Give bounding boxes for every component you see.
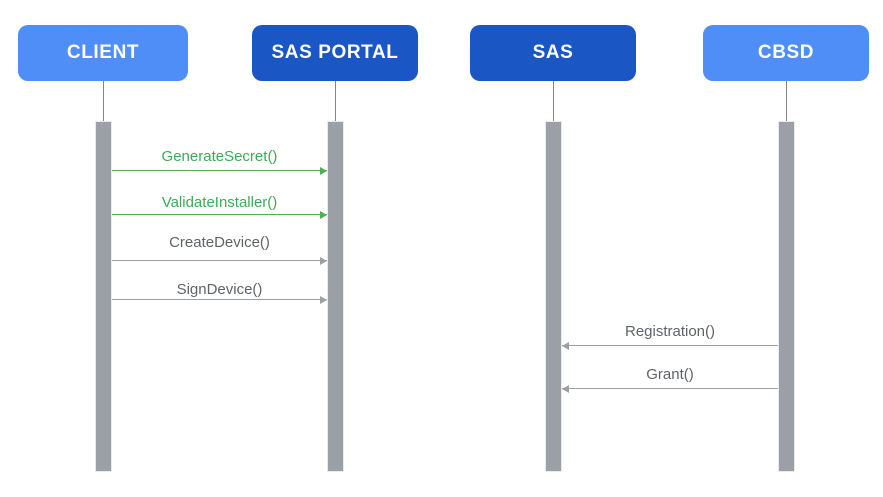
participant-box-sas-portal[interactable]: SAS PORTAL xyxy=(252,25,418,81)
message-arrowhead-create-device xyxy=(320,256,327,265)
message-line-generate-secret xyxy=(112,170,327,171)
message-label-sign-device: SignDevice() xyxy=(176,281,263,298)
activation-bar-sas-portal xyxy=(327,121,344,472)
participant-label-sas-portal: SAS PORTAL xyxy=(271,41,399,63)
message-arrowhead-grant xyxy=(562,384,569,393)
message-label-registration: Registration() xyxy=(624,323,716,340)
message-line-sign-device xyxy=(112,299,327,300)
message-label-grant: Grant() xyxy=(646,366,694,383)
participant-label-cbsd: CBSD xyxy=(757,41,815,63)
message-line-grant xyxy=(562,388,778,389)
activation-bar-client xyxy=(95,121,112,472)
message-arrowhead-sign-device xyxy=(320,295,327,304)
lifeline-cbsd xyxy=(786,81,787,121)
message-line-registration xyxy=(562,345,778,346)
message-label-validate-installer: ValidateInstaller() xyxy=(161,194,278,211)
participant-box-cbsd[interactable]: CBSD xyxy=(703,25,869,81)
activation-bar-cbsd xyxy=(778,121,795,472)
participant-label-client: CLIENT xyxy=(66,41,140,63)
message-label-create-device: CreateDevice() xyxy=(169,234,270,251)
message-arrowhead-generate-secret xyxy=(320,166,327,175)
participant-box-sas[interactable]: SAS xyxy=(470,25,636,81)
lifeline-client xyxy=(103,81,104,121)
message-line-create-device xyxy=(112,260,327,261)
message-arrowhead-registration xyxy=(562,341,569,350)
message-line-validate-installer xyxy=(112,214,327,215)
message-label-generate-secret: GenerateSecret() xyxy=(161,148,278,165)
activation-bar-sas xyxy=(545,121,562,472)
lifeline-sas xyxy=(553,81,554,121)
participant-box-client[interactable]: CLIENT xyxy=(18,25,188,81)
message-arrowhead-validate-installer xyxy=(320,210,327,219)
lifeline-sas-portal xyxy=(335,81,336,121)
participant-label-sas: SAS xyxy=(532,41,574,63)
